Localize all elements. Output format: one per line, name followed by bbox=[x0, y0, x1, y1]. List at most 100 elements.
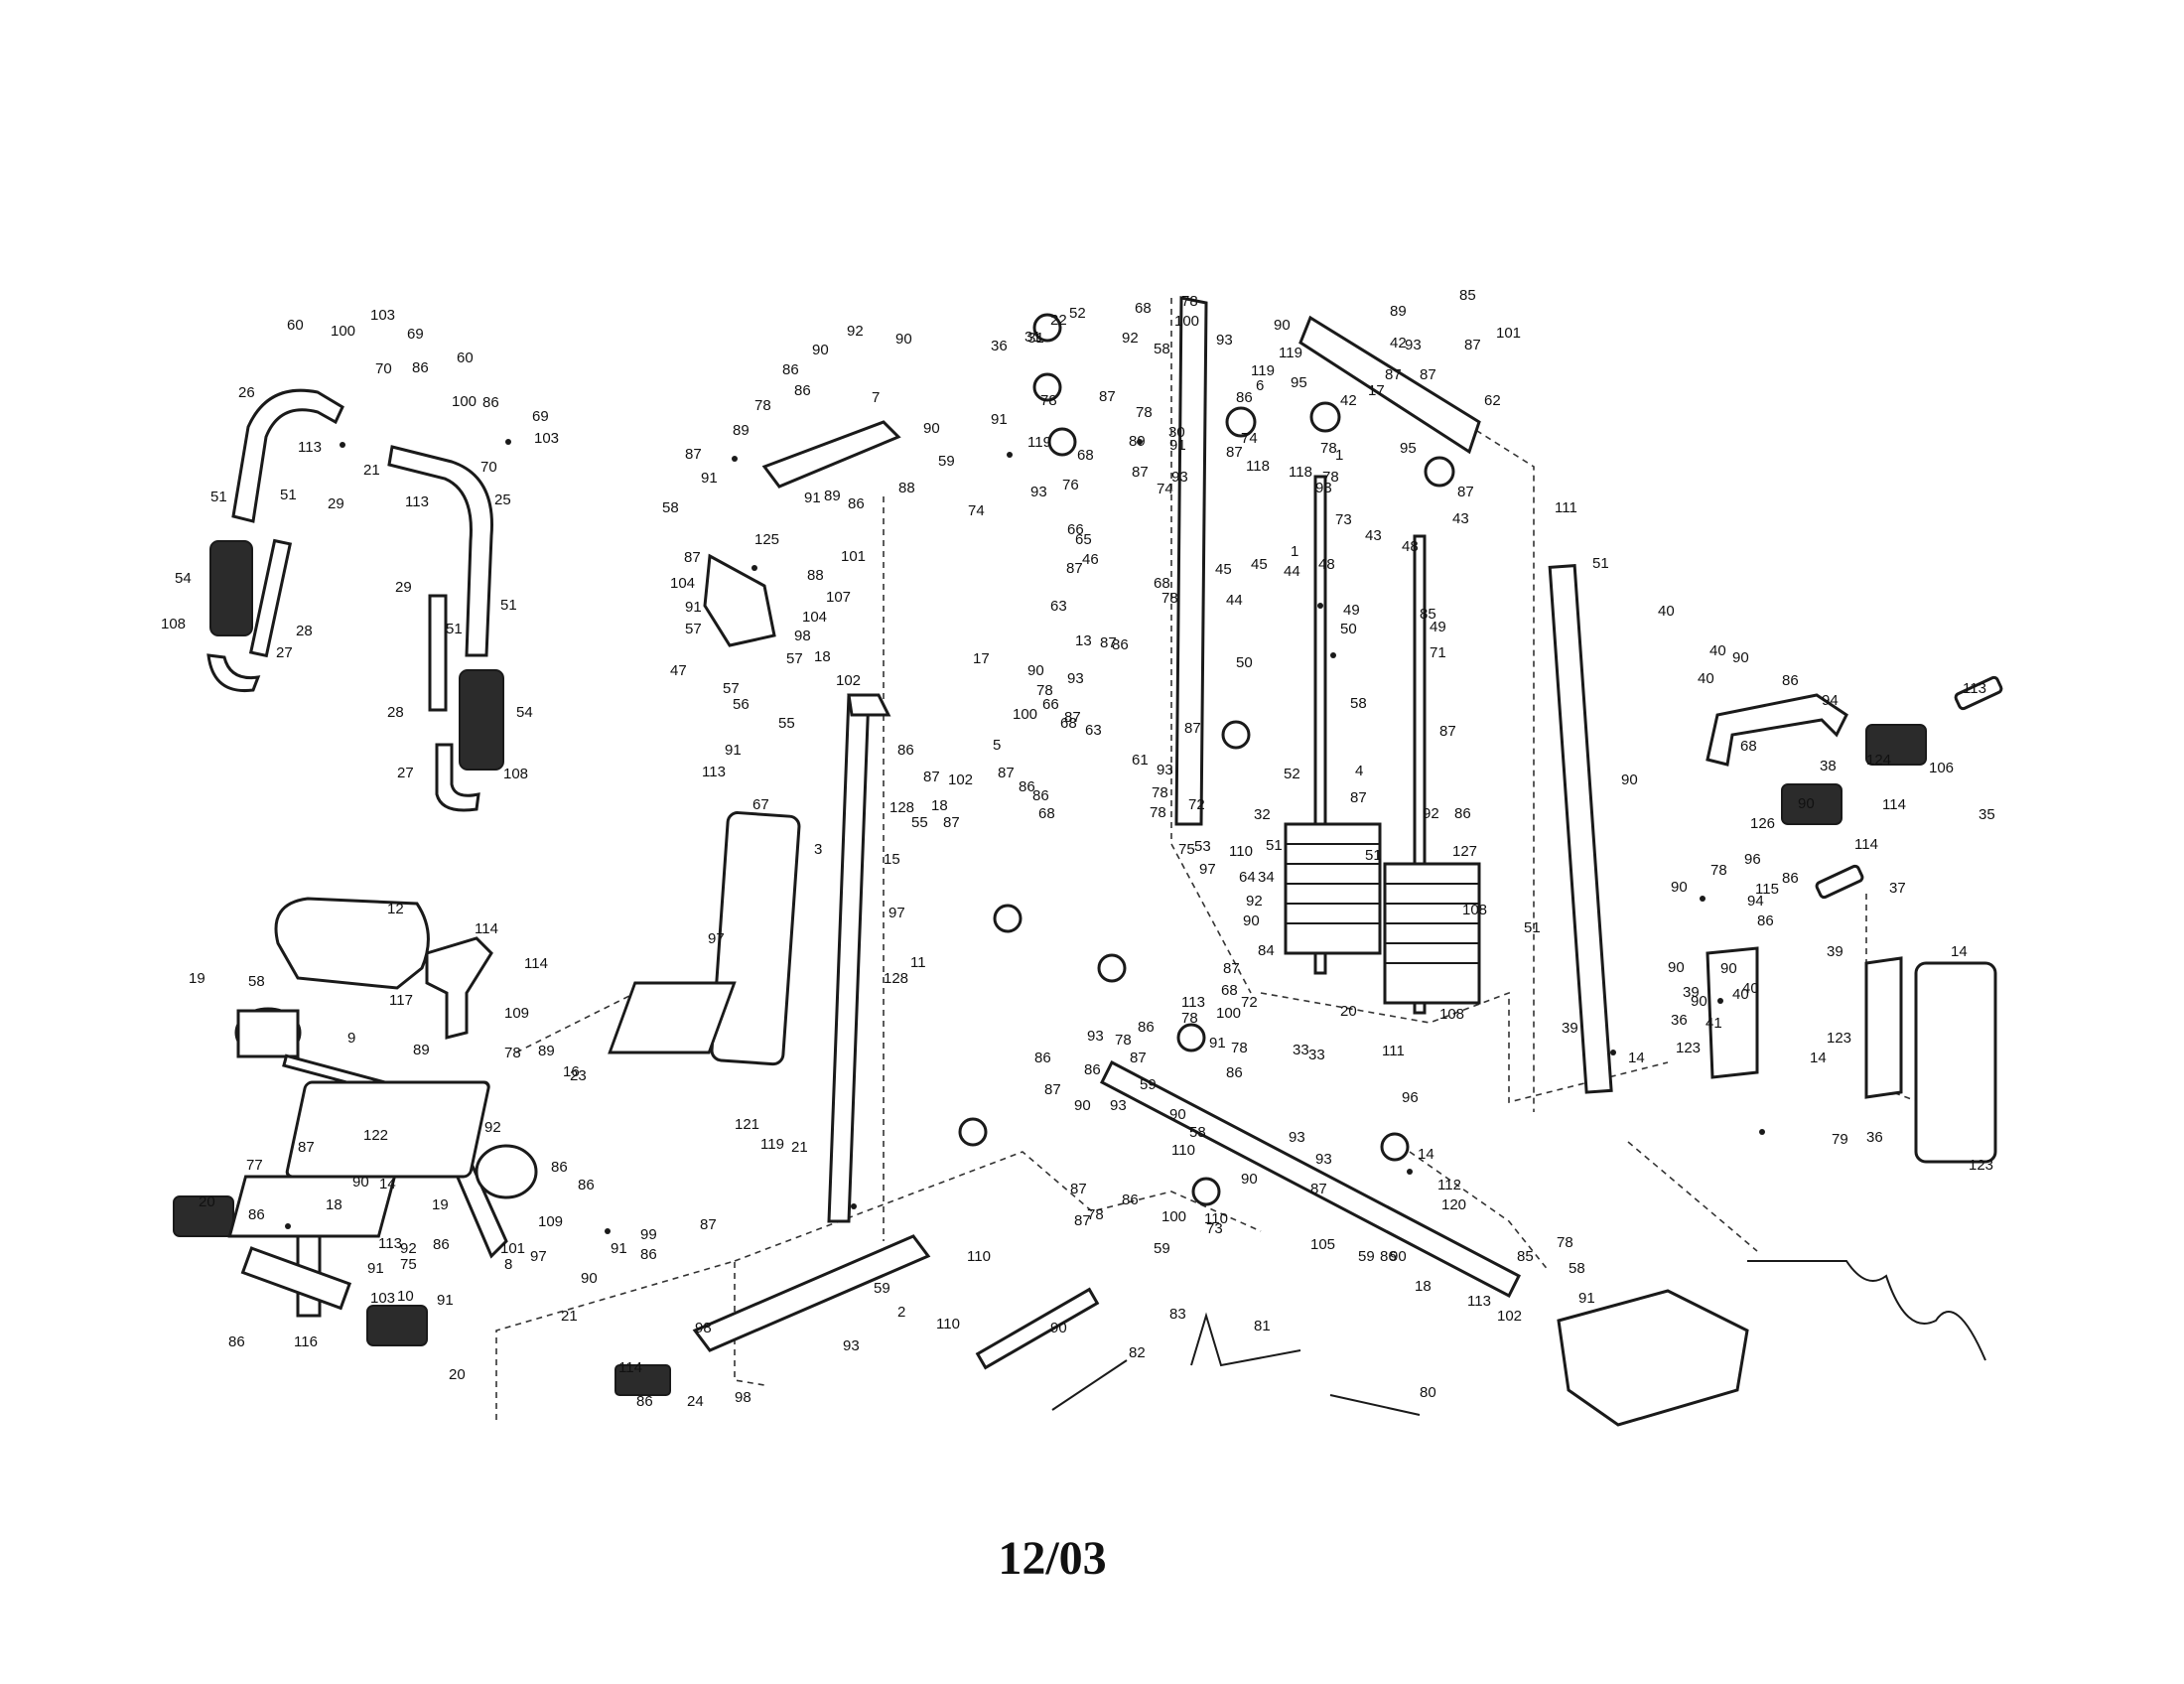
callout: 91 bbox=[804, 490, 821, 506]
callout: 105 bbox=[1310, 1236, 1335, 1253]
callout: 89 bbox=[1390, 303, 1407, 320]
callout: 119 bbox=[760, 1136, 784, 1153]
callout: 40 bbox=[1709, 642, 1726, 659]
callout: 78 bbox=[1152, 784, 1168, 801]
callout: 14 bbox=[1810, 1050, 1827, 1066]
callout: 87 bbox=[1100, 634, 1117, 651]
callout: 87 bbox=[923, 769, 940, 785]
back-pad-15 bbox=[710, 811, 801, 1066]
callout: 78 bbox=[1320, 440, 1337, 457]
callout: 89 bbox=[824, 488, 841, 504]
callout: 110 bbox=[1204, 1210, 1228, 1227]
callout: 18 bbox=[814, 648, 831, 665]
callout: 11 bbox=[910, 954, 926, 971]
pad-roller-28-right bbox=[428, 594, 448, 712]
callout: 85 bbox=[1420, 606, 1436, 623]
callout: 100 bbox=[1216, 1005, 1241, 1022]
callout: 86 bbox=[1757, 912, 1774, 929]
callout: 42 bbox=[1340, 392, 1357, 409]
callout: 86 bbox=[1019, 778, 1035, 795]
roller-19-body bbox=[236, 1009, 300, 1058]
callout: 93 bbox=[1157, 762, 1173, 778]
callout: 86 bbox=[1032, 787, 1049, 804]
seat-41 bbox=[1557, 1289, 1749, 1427]
pulley-78-a bbox=[1032, 313, 1062, 343]
callout: 111 bbox=[1382, 1043, 1405, 1059]
callout: 39 bbox=[1827, 943, 1843, 960]
callout: 86 bbox=[248, 1206, 265, 1223]
callout: 111 bbox=[1555, 499, 1577, 516]
callout: 34 bbox=[1258, 869, 1275, 886]
callout: 86 bbox=[1034, 1050, 1051, 1066]
callout: 59 bbox=[1358, 1248, 1375, 1265]
handle-27-left bbox=[206, 653, 261, 693]
callout: 16 bbox=[563, 1063, 580, 1080]
callout: 49 bbox=[1430, 619, 1446, 635]
callout: 78 bbox=[1150, 804, 1166, 821]
callout: 22 bbox=[1050, 312, 1067, 329]
callout: 90 bbox=[1390, 1248, 1407, 1265]
callout: 87 bbox=[1099, 388, 1116, 405]
callout: 28 bbox=[296, 623, 313, 639]
callout: 15 bbox=[884, 851, 900, 868]
seat-frame-8 bbox=[227, 1175, 397, 1238]
callout: 91 bbox=[685, 599, 702, 616]
callout: 45 bbox=[1215, 561, 1232, 578]
callout: 17 bbox=[1368, 382, 1385, 399]
callout: 18 bbox=[931, 797, 948, 814]
callout: 91 bbox=[725, 742, 742, 759]
weight-stack-44-left bbox=[1284, 822, 1382, 955]
part-callouts: 60 103 100 69 86 70 60 100 86 69 103 26 … bbox=[161, 287, 1995, 1410]
handle-27-right bbox=[435, 743, 480, 812]
callout: 68 bbox=[1154, 575, 1170, 592]
center-frame bbox=[614, 420, 1421, 1416]
callout: 87 bbox=[1044, 1081, 1061, 1098]
callout: 52 bbox=[1284, 766, 1300, 782]
callout: 28 bbox=[387, 704, 404, 721]
callout: 118 bbox=[1289, 464, 1312, 481]
callout: 66 bbox=[1067, 521, 1084, 538]
callout: 115 bbox=[1755, 881, 1779, 898]
callout: 57 bbox=[723, 680, 740, 697]
callout: 86 bbox=[1122, 1192, 1139, 1208]
callout: 87 bbox=[1064, 709, 1081, 726]
callout: 55 bbox=[911, 814, 928, 831]
callout: 90 bbox=[812, 342, 829, 358]
callout: 60 bbox=[287, 317, 304, 334]
callout: 51 bbox=[210, 489, 227, 505]
callout: 87 bbox=[1420, 366, 1436, 383]
callout: 12 bbox=[387, 901, 404, 917]
callout: 78 bbox=[1181, 1010, 1198, 1027]
callout: 6 bbox=[1256, 377, 1264, 394]
callout: 63 bbox=[1050, 598, 1067, 615]
callout: 72 bbox=[1188, 796, 1205, 813]
bar-84-lower bbox=[1815, 864, 1864, 900]
callout: 93 bbox=[1087, 1028, 1104, 1045]
callout: 95 bbox=[1291, 374, 1307, 391]
leg-assembly-left bbox=[173, 897, 538, 1346]
callout: 58 bbox=[1154, 341, 1170, 357]
callout: 51 bbox=[500, 597, 517, 614]
callout: 31 bbox=[1027, 330, 1044, 347]
callout: 78 bbox=[1181, 293, 1198, 310]
callout: 86 bbox=[1236, 389, 1253, 406]
callout: 117 bbox=[389, 992, 413, 1009]
weight-stack-44-right bbox=[1383, 862, 1481, 1005]
callout: 96 bbox=[1402, 1089, 1419, 1106]
callout: 119 bbox=[1027, 434, 1051, 451]
callout: 46 bbox=[1082, 551, 1099, 568]
callout: 86 bbox=[636, 1393, 653, 1410]
frame-37 bbox=[1864, 956, 1903, 1099]
callout: 38 bbox=[1820, 758, 1837, 774]
callout: 87 bbox=[1223, 960, 1240, 977]
callout: 17 bbox=[973, 650, 990, 667]
callout: 50 bbox=[1340, 621, 1357, 637]
callout: 78 bbox=[1231, 1040, 1248, 1056]
callout: 91 bbox=[611, 1240, 627, 1257]
callout: 79 bbox=[1832, 1131, 1848, 1148]
callout: 68 bbox=[1740, 738, 1757, 755]
callout: 86 bbox=[482, 394, 499, 411]
callout: 40 bbox=[1698, 670, 1714, 687]
callout: 87 bbox=[1226, 444, 1243, 461]
